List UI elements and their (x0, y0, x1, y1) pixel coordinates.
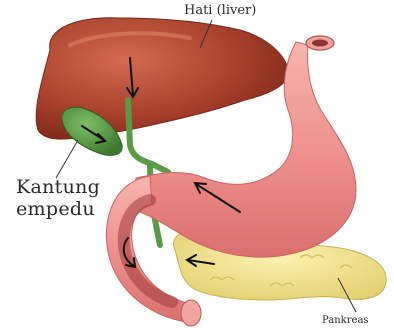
leader-gallbladder (56, 140, 78, 178)
pancreas-label: Pankreas (322, 315, 369, 326)
gallbladder-label-line1: Kantung (16, 176, 100, 198)
duodenum-opening (181, 300, 201, 326)
esophagus-lumen (312, 40, 328, 47)
gallbladder-label-line2: empedu (16, 198, 95, 220)
liver-label: Hati (liver) (184, 3, 256, 18)
